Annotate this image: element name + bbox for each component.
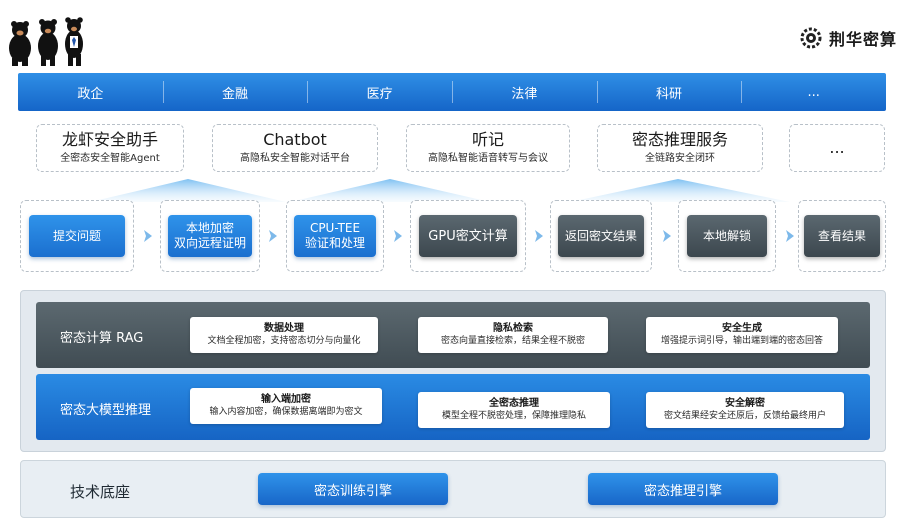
- llm-card-full-encrypted-inference: 全密态推理 模型全程不脱密处理，保障推理隐私: [418, 392, 610, 428]
- step-cpu-tee: CPU-TEE 验证和处理: [294, 215, 376, 257]
- inference-engine-block: 密态推理引擎: [588, 473, 778, 505]
- product-card-inference-service: 密态推理服务 全链路安全闭环: [597, 124, 763, 172]
- product-title: Chatbot: [263, 130, 327, 150]
- industry-item-research: 科研: [597, 73, 742, 111]
- industry-item-medical: 医疗: [307, 73, 452, 111]
- card-description: 密文结果经安全还原后，反馈给最终用户: [664, 410, 826, 423]
- connector-triangle: [570, 179, 790, 202]
- product-subtitle: 全密态安全智能Agent: [60, 152, 160, 166]
- step-label-secondary: 验证和处理: [305, 236, 365, 251]
- foundation-label: 技术底座: [70, 481, 130, 502]
- card-title: 输入端加密: [261, 393, 311, 406]
- step-gpu-compute: GPU密文计算: [419, 215, 517, 257]
- card-title: 数据处理: [264, 322, 304, 335]
- connector-triangle: [90, 179, 286, 202]
- rag-card-private-retrieval: 隐私检索 密态向量直接检索，结果全程不脱密: [418, 317, 608, 353]
- step-box-submit: 提交问题: [20, 200, 134, 272]
- product-subtitle: 高隐私安全智能对话平台: [240, 152, 350, 166]
- chevron-right-icon: [268, 229, 278, 243]
- industry-item-finance: 金融: [163, 73, 308, 111]
- llm-layer-label: 密态大模型推理: [60, 399, 151, 418]
- product-card-lobster-assistant: 龙虾安全助手 全密态安全智能Agent: [36, 124, 184, 172]
- product-subtitle: 全链路安全闭环: [645, 152, 715, 166]
- step-box-cpu-tee: CPU-TEE 验证和处理: [286, 200, 384, 272]
- product-title: 密态推理服务: [632, 130, 728, 150]
- product-subtitle: 高隐私智能语音转写与会议: [428, 152, 548, 166]
- step-label: GPU密文计算: [428, 229, 507, 244]
- step-submit-question: 提交问题: [29, 215, 125, 257]
- gear-logo-icon: [799, 26, 823, 50]
- chevron-right-icon: [785, 229, 795, 243]
- rag-layer-label: 密态计算 RAG: [60, 327, 143, 346]
- card-description: 密态向量直接检索，结果全程不脱密: [441, 335, 585, 348]
- llm-card-secure-decryption: 安全解密 密文结果经安全还原后，反馈给最终用户: [646, 392, 844, 428]
- chevron-right-icon: [534, 229, 544, 243]
- rag-card-data-processing: 数据处理 文档全程加密，支持密态切分与向量化: [190, 317, 378, 353]
- step-box-unlock: 本地解锁: [678, 200, 776, 272]
- step-local-unlock: 本地解锁: [687, 215, 767, 257]
- llm-card-input-encryption: 输入端加密 输入内容加密，确保数据离端即为密文: [190, 388, 382, 424]
- card-description: 模型全程不脱密处理，保障推理隐私: [442, 410, 586, 423]
- product-card-chatbot: Chatbot 高隐私安全智能对话平台: [212, 124, 378, 172]
- card-description: 增强提示词引导，输出端到端的密态回答: [661, 335, 823, 348]
- product-card-tingji: 听记 高隐私智能语音转写与会议: [406, 124, 570, 172]
- card-title: 隐私检索: [493, 322, 533, 335]
- bears-logo-icon: [6, 14, 92, 66]
- step-view-result: 查看结果: [804, 215, 880, 257]
- step-label-secondary: 双向远程证明: [174, 236, 246, 251]
- card-description: 输入内容加密，确保数据离端即为密文: [209, 406, 362, 419]
- card-title: 全密态推理: [489, 397, 539, 410]
- product-title: 听记: [472, 130, 504, 150]
- step-return-result: 返回密文结果: [558, 215, 644, 257]
- chevron-right-icon: [662, 229, 672, 243]
- product-card-more: ...: [789, 124, 885, 172]
- chevron-right-icon: [143, 229, 153, 243]
- product-title: ...: [829, 138, 844, 158]
- industry-item-more: ...: [741, 73, 886, 111]
- rag-card-secure-generation: 安全生成 增强提示词引导，输出端到端的密态回答: [646, 317, 838, 353]
- card-title: 安全解密: [725, 397, 765, 410]
- card-description: 文档全程加密，支持密态切分与向量化: [207, 335, 360, 348]
- step-box-local-encrypt: 本地加密 双向远程证明: [160, 200, 260, 272]
- brand-name: 荆华密算: [829, 26, 897, 50]
- step-label: 提交问题: [53, 229, 101, 244]
- step-label: CPU-TEE: [310, 221, 360, 236]
- industry-bar: 政企 金融 医疗 法律 科研 ...: [18, 73, 886, 111]
- step-box-view: 查看结果: [798, 200, 886, 272]
- card-title: 安全生成: [722, 322, 762, 335]
- step-box-return: 返回密文结果: [550, 200, 652, 272]
- connector-triangle: [290, 179, 490, 202]
- step-label: 查看结果: [818, 229, 866, 244]
- training-engine-block: 密态训练引擎: [258, 473, 448, 505]
- step-label: 本地解锁: [703, 229, 751, 244]
- connector-triangles: [0, 176, 907, 202]
- brand: 荆华密算: [799, 26, 897, 50]
- step-label: 返回密文结果: [565, 229, 637, 244]
- step-box-gpu: GPU密文计算: [410, 200, 526, 272]
- industry-item-legal: 法律: [452, 73, 597, 111]
- industry-item-government: 政企: [18, 73, 163, 111]
- step-local-encrypt: 本地加密 双向远程证明: [168, 215, 252, 257]
- product-title: 龙虾安全助手: [62, 130, 158, 150]
- step-label: 本地加密: [186, 221, 234, 236]
- chevron-right-icon: [393, 229, 403, 243]
